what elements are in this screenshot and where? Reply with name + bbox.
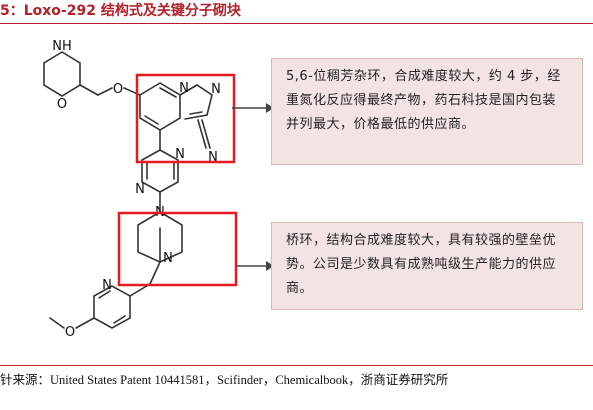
structure-bonds <box>43 51 213 329</box>
highlight-box-fused-ring <box>135 73 236 164</box>
pyridine-ring <box>139 82 181 131</box>
ether-bond-1 <box>97 87 113 96</box>
loxo-292-structure: NH O O N N N N N N N N O <box>43 39 238 340</box>
methoxypyridine-ring <box>93 285 131 329</box>
title-divider <box>0 23 593 24</box>
source-note: 针来源：United States Patent 10441581，Scifin… <box>0 373 449 387</box>
atom-n-pyrazine-1: N <box>175 147 185 162</box>
arrow-to-note-2 <box>236 261 274 271</box>
source-divider <box>0 365 593 366</box>
atom-nh: NH <box>52 39 72 54</box>
morpholine-ring <box>43 51 81 97</box>
pyrazole-ring <box>179 84 213 120</box>
atom-n-bicyclic-2: N <box>163 251 173 266</box>
note-fused-ring: 5,6-位稠芳杂环，合成难度较大，约 4 步，经重氮化反应得最终产物，药石科技是… <box>271 58 583 165</box>
note-bridged-ring: 桥环，结构合成难度较大，具有较强的壁垒优势。公司是少数具有成熟吨级生产能力的供应… <box>271 222 583 310</box>
atom-nitrile-n: N <box>208 150 218 165</box>
arrow-to-note-1 <box>232 103 274 113</box>
atom-n-pyridine: N <box>102 278 112 293</box>
figure-title: 5：Loxo-292 结构式及关键分子砌块 <box>0 3 241 19</box>
atom-o-ether: O <box>113 82 123 97</box>
atom-n-pyrazine-2: N <box>135 182 145 197</box>
highlight-box-bridged-ring <box>117 211 238 287</box>
morpholine-ch2-bond <box>79 84 99 96</box>
atom-o-methoxy: O <box>65 325 75 340</box>
atom-o-ring: O <box>57 97 67 112</box>
atom-n-pyrazolo-2: N <box>211 82 221 97</box>
atom-n-pyrazolo-1: N <box>179 81 189 96</box>
